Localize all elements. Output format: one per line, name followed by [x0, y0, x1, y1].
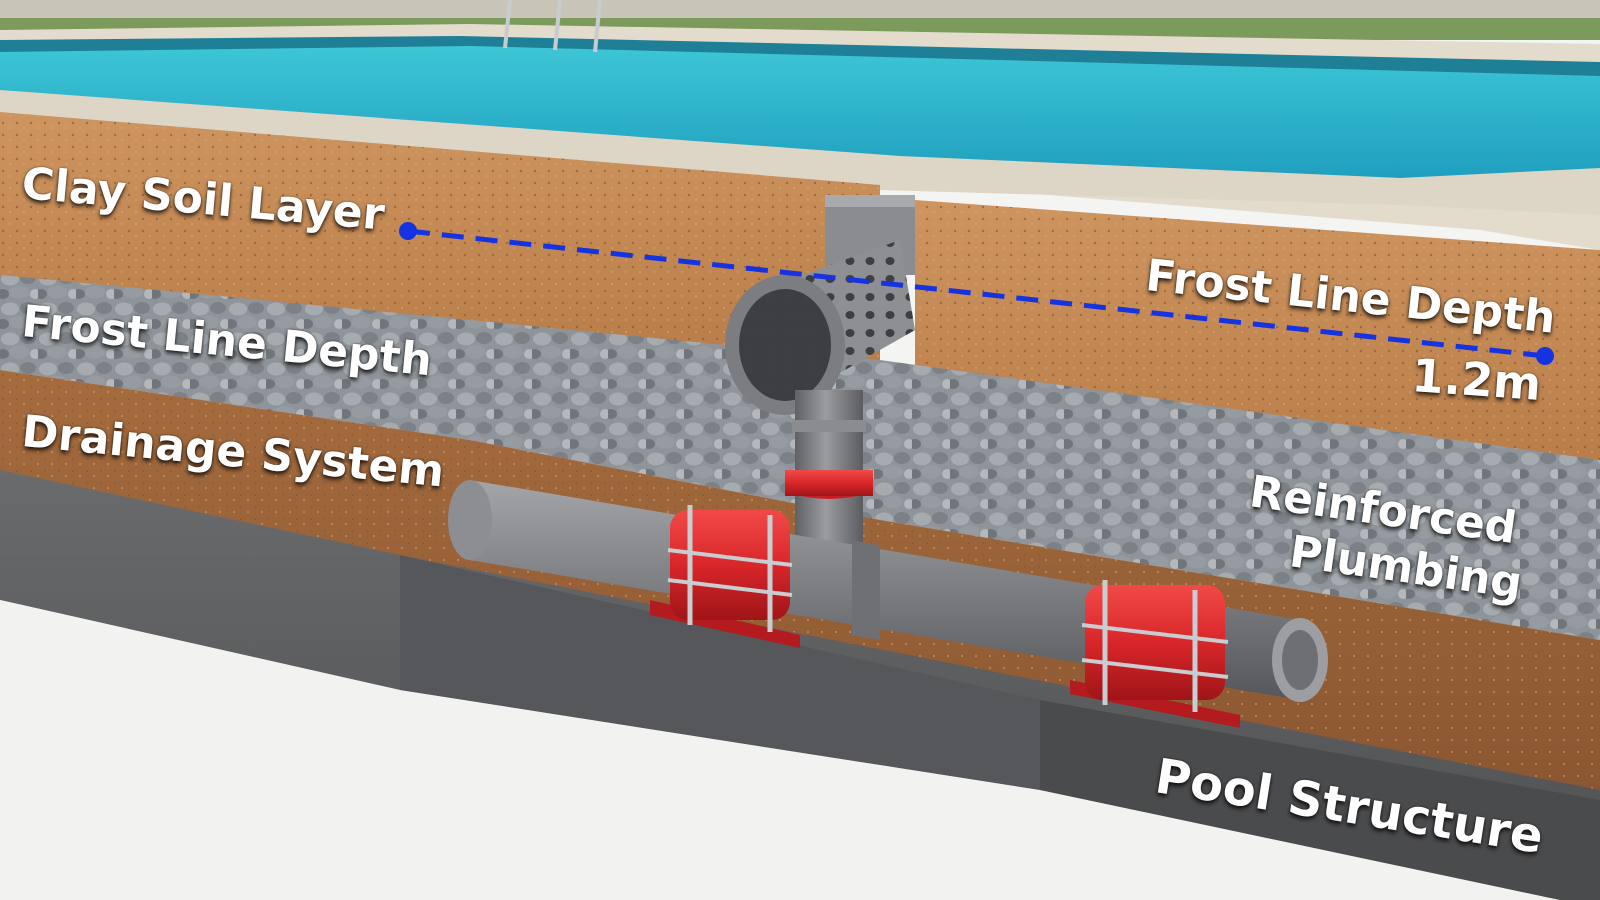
riser-collar — [792, 420, 866, 432]
frost-line-start-dot — [399, 222, 417, 240]
riser-red-band-body — [785, 470, 873, 496]
tee-joint-ring — [852, 540, 880, 640]
inlet-box-top — [825, 195, 915, 207]
label-frost-depth-value: 1.2m — [1410, 352, 1542, 407]
fence — [0, 0, 1600, 18]
